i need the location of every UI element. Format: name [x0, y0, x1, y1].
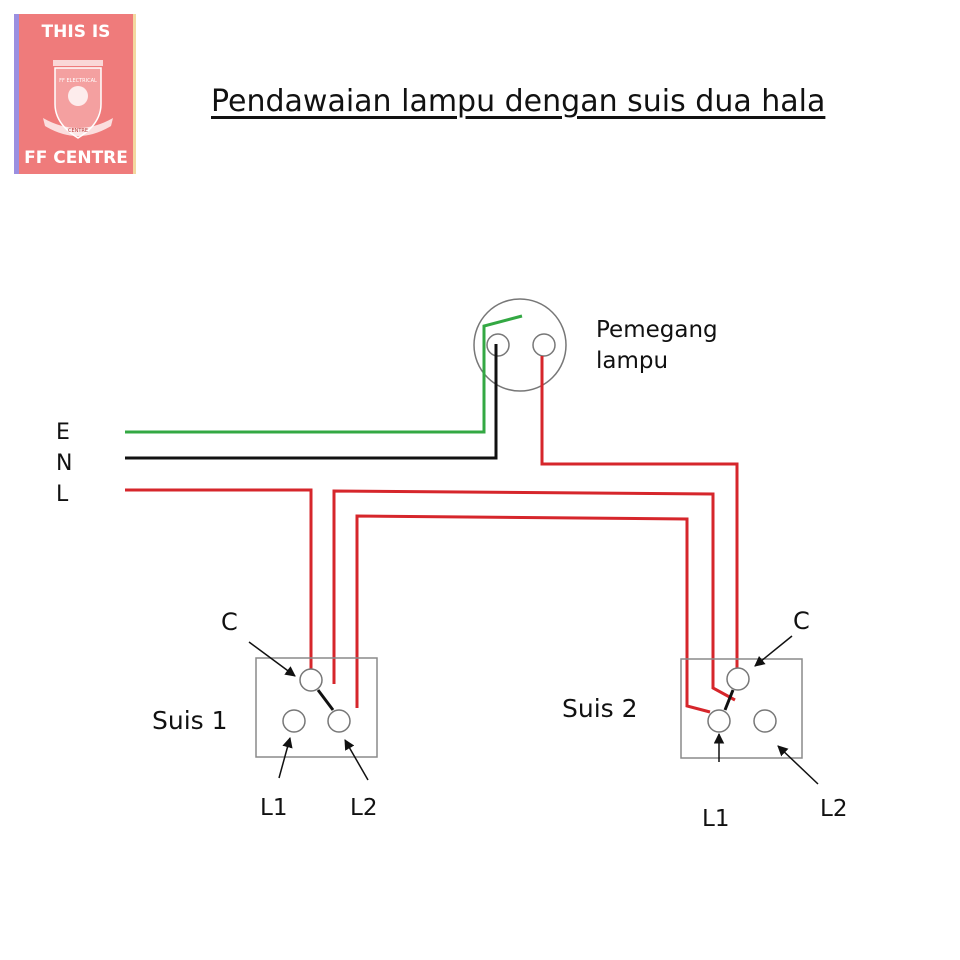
switch-2-name: Suis 2 — [562, 694, 638, 723]
switch-2-contact — [723, 689, 735, 711]
lamp-holder-label-line1: Pemegang — [596, 317, 718, 343]
switch-1-l1-terminal — [282, 709, 306, 733]
logo-bottom-text: FF CENTRE — [24, 148, 128, 168]
switch-2-common-label: C — [793, 607, 810, 635]
logo-emblem-icon: FF ELECTRICAL CENTRE — [43, 60, 113, 139]
switched-live-wire — [540, 356, 739, 670]
page-title: Pendawaian lampu dengan suis dua hala — [211, 84, 826, 119]
strapper-wire-1 — [332, 489, 736, 702]
live-label: L — [56, 482, 69, 507]
lamp-holder-label-line2: lampu — [596, 348, 668, 374]
lamp-terminal-neutral — [486, 333, 510, 357]
s2-common-pointer — [754, 635, 793, 667]
switch-2-l2-label: L2 — [820, 796, 847, 822]
switch-1-common-terminal — [299, 668, 323, 692]
switch-1-name: Suis 1 — [152, 706, 228, 735]
switch-2 — [680, 658, 803, 759]
earth-label: E — [56, 420, 70, 445]
logo-top-text: THIS IS — [41, 22, 111, 42]
lamp-terminal-live — [532, 333, 556, 357]
switch-2-l1-label: L1 — [702, 806, 729, 832]
switch-1-contact — [316, 689, 335, 711]
switch-1-l2-label: L2 — [350, 795, 377, 821]
switch-2-common-terminal — [726, 667, 750, 691]
ff-centre-logo: THIS IS FF ELECTRICAL CENTRE FF CENTRE — [14, 14, 136, 174]
emblem-text: FF ELECTRICAL — [59, 78, 97, 84]
neutral-label: N — [56, 451, 72, 476]
s1-l2-pointer — [344, 739, 369, 781]
switch-2-l1-terminal — [707, 709, 731, 733]
switch-1-box — [255, 657, 378, 758]
earth-wire — [125, 314, 523, 434]
live-supply-wire — [125, 488, 313, 670]
lamp-holder — [473, 298, 567, 392]
strapper-wire-2 — [355, 514, 711, 714]
s2-l2-pointer — [777, 745, 819, 785]
s1-common-pointer — [248, 641, 296, 677]
switch-1-l2-terminal — [327, 709, 351, 733]
switch-1-common-label: C — [221, 608, 238, 636]
switch-1-l1-label: L1 — [260, 795, 287, 821]
switch-2-box — [680, 658, 803, 759]
switch-2-l2-terminal — [753, 709, 777, 733]
switch-1 — [255, 657, 378, 758]
neutral-wire — [125, 344, 498, 460]
emblem-subtext: CENTRE — [68, 128, 88, 134]
s1-l1-pointer — [278, 736, 293, 779]
